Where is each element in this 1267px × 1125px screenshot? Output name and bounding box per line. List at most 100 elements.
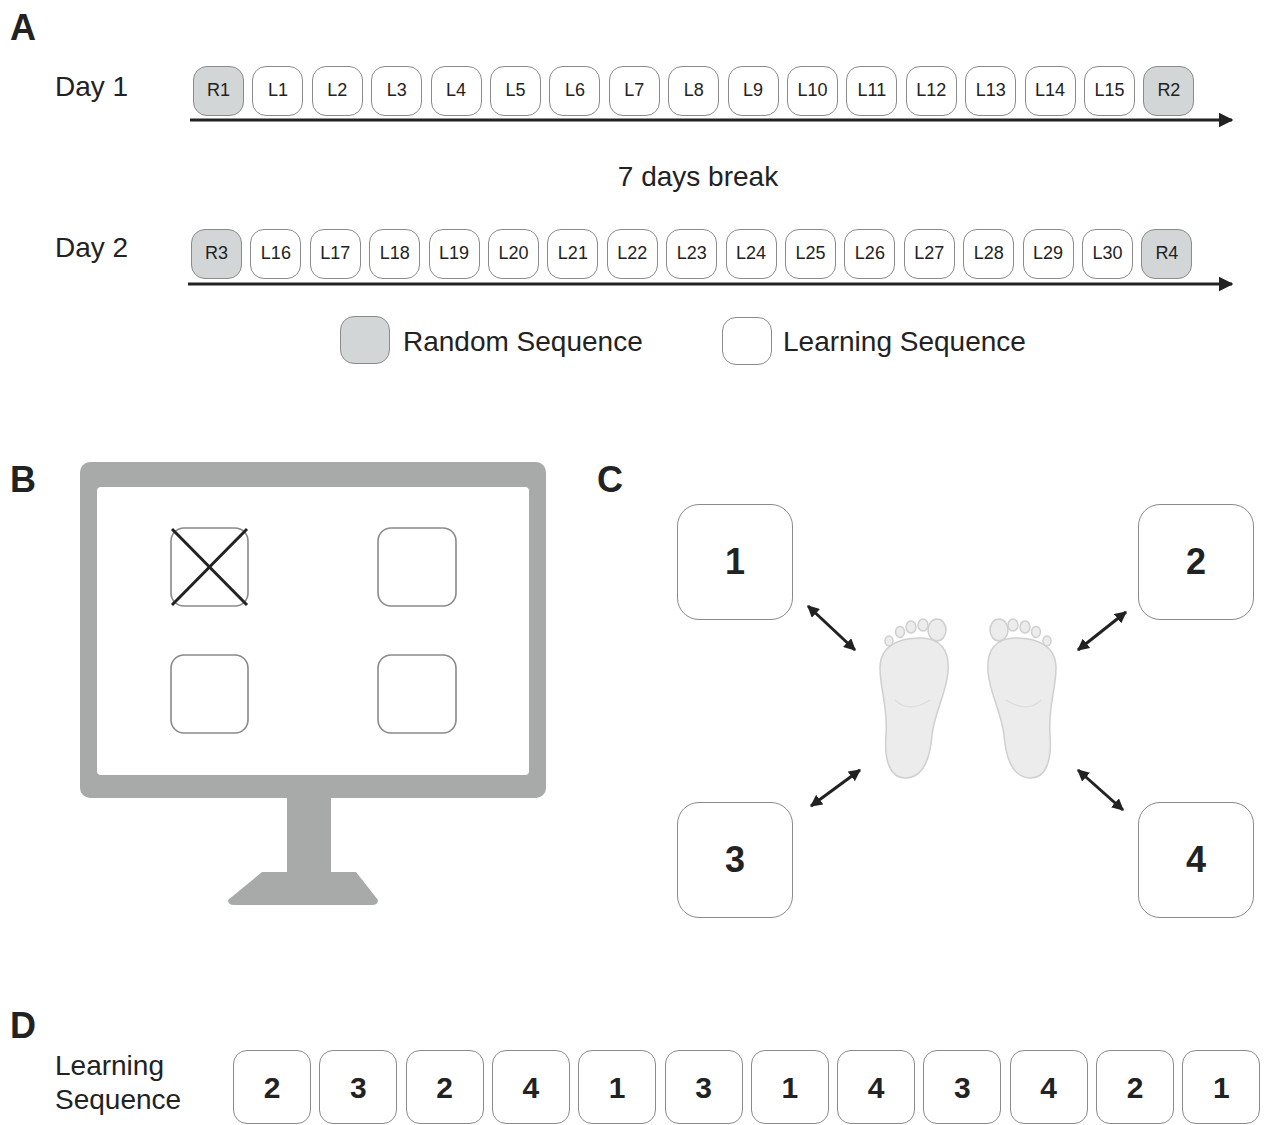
session-box: L13 [965,66,1016,116]
session-box: L4 [431,66,482,116]
sequence-box: 4 [837,1050,915,1124]
box-text: L6 [565,81,585,101]
sequence-label: Learning Sequence [55,1049,205,1116]
box-text: L2 [327,81,347,101]
box-text: R3 [205,244,228,264]
box-text: L4 [446,81,466,101]
sequence-box: 1 [578,1050,656,1124]
session-box: L30 [1082,229,1133,279]
box-text: L13 [976,81,1006,101]
box-text: 4 [1040,1071,1057,1104]
session-box: L28 [963,229,1014,279]
session-box: L22 [607,229,658,279]
sequence-box: 2 [406,1050,484,1124]
sequence-box: 3 [319,1050,397,1124]
session-box: L17 [310,229,361,279]
sequence-box: 3 [923,1050,1001,1124]
box-text: L19 [439,244,469,264]
box-text: 3 [725,840,745,880]
sequence-box: 2 [1096,1050,1174,1124]
box-text: L3 [387,81,407,101]
box-text: 2 [264,1071,281,1104]
panel-letter: C [597,458,623,501]
session-box: L5 [490,66,541,116]
session-box: L14 [1025,66,1076,116]
legend-text: Random Sequence [403,325,643,359]
box-text: L28 [974,244,1004,264]
timeline-arrow [190,119,1232,122]
target-box: 3 [677,802,793,918]
box-text: 1 [1213,1071,1230,1104]
box-text: 2 [436,1071,453,1104]
session-box: L6 [549,66,600,116]
box-text: L10 [797,81,827,101]
box-text: R4 [1155,244,1178,264]
box-text: L27 [914,244,944,264]
box-text: L20 [498,244,528,264]
box-text: L25 [795,244,825,264]
session-box: L9 [728,66,779,116]
legend-text: Learning Sequence [783,325,1026,359]
box-text: L11 [858,81,887,101]
sequence-box: 1 [1182,1050,1260,1124]
sequence-box: 4 [492,1050,570,1124]
day-label: Day 2 [55,231,128,265]
sequence-box: 3 [665,1050,743,1124]
session-box: L19 [429,229,480,279]
box-text: 2 [1186,542,1206,582]
box-text: L9 [743,81,763,101]
session-box: L11 [846,66,897,116]
box-text: L12 [916,81,946,101]
session-box: L8 [668,66,719,116]
box-text: 3 [350,1071,367,1104]
session-box: R3 [191,229,242,279]
sequence-box: 1 [751,1050,829,1124]
session-box: L25 [785,229,836,279]
box-text: L16 [261,244,291,264]
box-text: L14 [1035,81,1065,101]
session-box: L18 [369,229,420,279]
session-box: L2 [312,66,363,116]
box-text: L23 [677,244,707,264]
box-text: 1 [781,1071,798,1104]
session-box: L1 [252,66,303,116]
session-box: R4 [1141,229,1192,279]
panel-letter: A [10,6,36,49]
box-text: 1 [609,1071,626,1104]
box-text: L5 [505,81,525,101]
box-text: L21 [558,244,588,264]
timeline-arrow [188,283,1232,286]
target-box: 2 [1138,504,1254,620]
session-box: L16 [250,229,301,279]
box-text: 4 [523,1071,540,1104]
panel-letter: D [10,1004,36,1047]
box-text: 3 [695,1071,712,1104]
session-box: R2 [1143,66,1194,116]
session-box: L10 [787,66,838,116]
target-box: 1 [677,504,793,620]
box-text: L22 [617,244,647,264]
session-box: L20 [488,229,539,279]
box-text: L17 [320,244,350,264]
session-box: L21 [547,229,598,279]
session-box: L12 [906,66,957,116]
box-text: L30 [1092,244,1122,264]
session-box: L27 [904,229,955,279]
box-text: 4 [868,1071,885,1104]
foot [880,619,948,778]
monitor [80,462,546,905]
box-text: 2 [1127,1071,1144,1104]
target-box: 4 [1138,802,1254,918]
sequence-box: 4 [1010,1050,1088,1124]
box-text: L26 [855,244,885,264]
box-text: R1 [207,81,230,101]
panel-letter: B [10,458,36,501]
sequence-box: 2 [233,1050,311,1124]
session-box: L24 [726,229,777,279]
legend-swatch [340,316,390,364]
box-text: L15 [1094,81,1124,101]
box-text: L8 [684,81,704,101]
session-box: L23 [666,229,717,279]
session-box: L29 [1023,229,1074,279]
session-box: L15 [1084,66,1135,116]
